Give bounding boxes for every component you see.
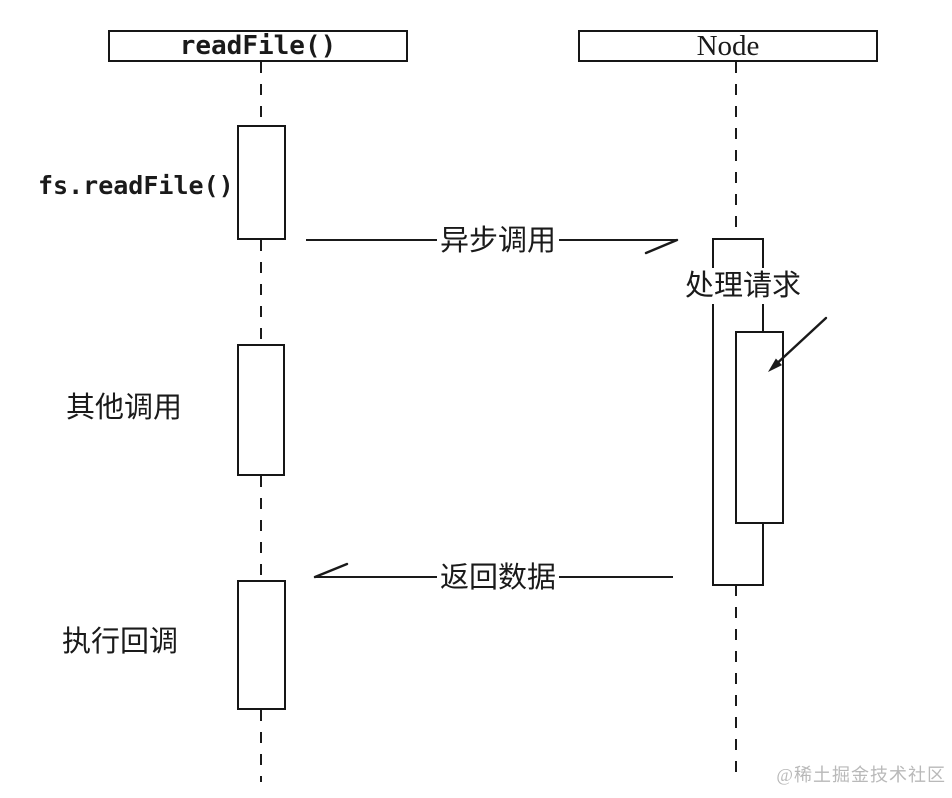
label-async-call: 异步调用 [437,223,560,259]
label-other-calls: 其他调用 [66,392,183,424]
label-fs-readfile: fs.readFile() [38,171,234,200]
left-lifeline-segment-4 [260,710,262,782]
activation-box-other-calls [237,344,285,476]
label-return-data: 返回数据 [437,560,560,596]
return-data-arrowhead-icon [313,562,349,579]
watermark: @稀土掘金技术社区 [776,765,946,785]
left-lifeline-segment-3 [260,476,262,580]
activation-box-fs-readfile [237,125,286,240]
right-lifeline-segment-1 [735,62,737,238]
label-handle-request: 处理请求 [682,268,805,304]
self-process-arrow-icon [768,316,828,372]
participant-readfile-header: readFile() [108,30,408,62]
async-call-arrowhead-icon [644,238,679,255]
left-lifeline-segment-1 [260,62,262,125]
label-execute-callback: 执行回调 [62,626,179,658]
activation-box-execute-callback [237,580,286,710]
left-lifeline-segment-2 [260,240,262,344]
right-lifeline-segment-2 [735,585,737,782]
participant-node-header: Node [578,30,878,62]
